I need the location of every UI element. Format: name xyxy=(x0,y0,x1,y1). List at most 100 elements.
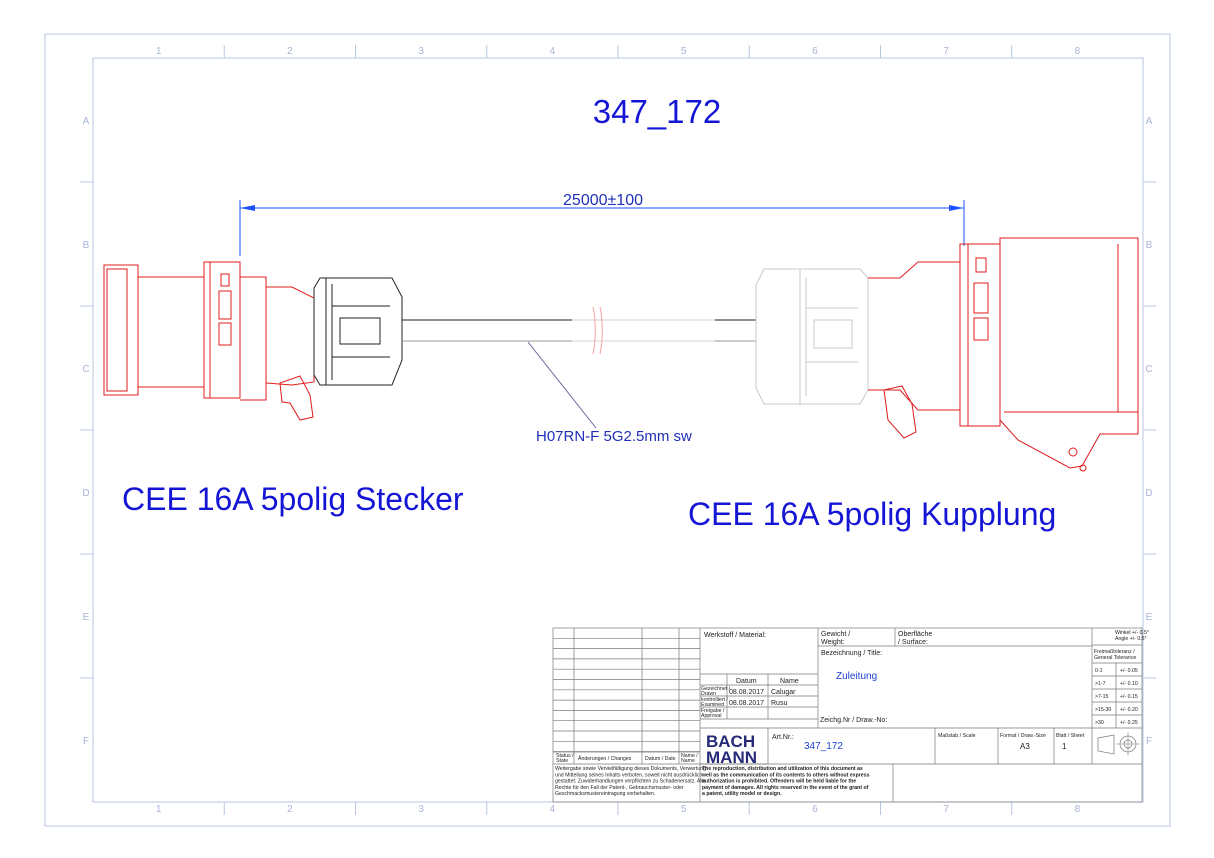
notice-english-line: well as the communication of its content… xyxy=(701,772,870,778)
notice-english-line: a patent, utility model or design. xyxy=(702,791,782,797)
zone-col-top: 6 xyxy=(812,46,818,57)
tolerance-range: 0-1 xyxy=(1095,668,1103,674)
examined-date: 08.08.2017 xyxy=(729,700,764,707)
zone-col-top: 5 xyxy=(681,46,687,57)
rev-name-label: Name / xyxy=(681,753,698,759)
approval-label-en: Approval xyxy=(701,713,721,719)
title-label: Bezeichnung / Title: xyxy=(821,650,882,657)
zone-col-top: 3 xyxy=(418,46,424,57)
weight-label: Gewicht / xyxy=(821,631,850,638)
zone-row-right: B xyxy=(1146,240,1153,251)
status-label: Status / xyxy=(556,753,574,759)
sheet-label: Blatt / Sheet xyxy=(1056,733,1085,739)
zone-row-left: E xyxy=(83,612,90,623)
zone-row-right: F xyxy=(1146,736,1152,747)
zone-row-right: A xyxy=(1146,116,1153,127)
zone-row-left: A xyxy=(83,116,90,127)
brand-logo-line-1: BACH xyxy=(706,732,755,751)
material-label: Werkstoff / Material: xyxy=(704,632,766,639)
zone-col-bottom: 8 xyxy=(1075,804,1081,815)
drawn-date: 08.08.2017 xyxy=(729,689,764,696)
status-label-en: State xyxy=(556,758,568,764)
notice-english-line: payment of damages. All rights reserved … xyxy=(702,785,869,791)
general-tolerance: Freimaßtoleranz / xyxy=(1094,649,1135,655)
brand-logo-line-2: MANN xyxy=(706,748,757,767)
examined-label: kontrolliert / xyxy=(701,697,728,703)
notice-german: Weitergabe sowie Vervielfältigung dieses… xyxy=(555,766,706,797)
notice-german-line: und Mitteilung seines Inhalts verboten, … xyxy=(555,772,702,778)
zone-col-top: 1 xyxy=(156,46,162,57)
article-value: 347_172 xyxy=(804,741,843,752)
tolerance-value: +/- 0.20 xyxy=(1120,707,1138,713)
tolerance-value: +/- 0.10 xyxy=(1120,681,1138,687)
general-tolerance-en: General Tolerance xyxy=(1094,655,1136,661)
changes-label: Änderungen / Changes xyxy=(578,755,632,762)
date-header: Datum xyxy=(736,678,757,685)
zone-row-left: D xyxy=(82,488,89,499)
outer-frame xyxy=(44,33,1171,827)
drawn-label: Gezeichnet / xyxy=(701,686,731,692)
rev-date-label: Datum / Date xyxy=(645,756,676,762)
weight-label-en: Weight: xyxy=(821,639,845,646)
zone-col-bottom: 4 xyxy=(550,804,556,815)
drawing-title: 347_172 xyxy=(593,93,721,130)
zone-ticks xyxy=(80,45,1156,815)
notice-german-line: Rechte für den Fall der Patent-, Gebrauc… xyxy=(555,785,684,791)
tolerance-value: +/- 0.05 xyxy=(1120,668,1138,674)
tolerance-value: +/- 0.25 xyxy=(1120,720,1138,726)
notice-german-line: Geschmacksmustereintragung vorbehalten. xyxy=(555,791,655,797)
zone-col-bottom: 6 xyxy=(812,804,818,815)
article-label: Art.Nr.: xyxy=(772,734,794,741)
cable-drawing: H07RN-F 5G2.5mm sw xyxy=(402,306,756,445)
notice-german-line: gestattet. Zuwiderhandlungen verpflichte… xyxy=(555,779,706,785)
zone-col-top: 8 xyxy=(1075,46,1081,57)
zone-col-bottom: 3 xyxy=(418,804,424,815)
sheet-value: 1 xyxy=(1062,742,1067,751)
title-value: Zuleitung xyxy=(836,671,877,682)
notice-english: The reproduction, distribution and utili… xyxy=(701,766,870,797)
zone-col-top: 4 xyxy=(550,46,556,57)
approval-label: Freigabe / xyxy=(701,708,725,714)
zone-row-right: D xyxy=(1145,488,1152,499)
tolerance-range: >15-30 xyxy=(1095,707,1111,713)
zone-row-left: C xyxy=(82,364,89,375)
tolerance-range: >1-7 xyxy=(1095,681,1106,687)
zone-row-left: B xyxy=(83,240,90,251)
format-label: Format / Draw.-Size xyxy=(1000,733,1046,739)
cable-label: H07RN-F 5G2.5mm sw xyxy=(536,428,692,445)
name-header: Name xyxy=(780,678,799,685)
drawn-label-en: Drawn xyxy=(701,691,716,697)
scale-label: Maßstab / Scale xyxy=(938,733,976,739)
rev-name-label-en: Name xyxy=(681,758,695,764)
coupler-label: CEE 16A 5polig Kupplung xyxy=(688,496,1056,532)
angle-tolerance-en: Angle +/- 0.5° xyxy=(1115,636,1147,642)
cee-coupler-drawing xyxy=(755,237,1139,472)
examined-name: Rusu xyxy=(771,700,787,707)
zone-row-right: E xyxy=(1146,612,1153,623)
notice-german-line: Weitergabe sowie Vervielfältigung dieses… xyxy=(555,766,706,772)
zone-col-top: 7 xyxy=(943,46,949,57)
zone-col-bottom: 7 xyxy=(943,804,949,815)
dimension-label: 25000±100 xyxy=(563,192,643,209)
drawing-number-label: Zeichg.Nr / Draw.-No: xyxy=(820,717,887,724)
length-dimension: 25000±100 xyxy=(239,192,965,256)
tolerance-range: >30 xyxy=(1095,720,1104,726)
zone-col-top: 2 xyxy=(287,46,293,57)
zone-col-bottom: 1 xyxy=(156,804,162,815)
examined-label-en: Examined xyxy=(701,702,724,708)
zone-col-bottom: 2 xyxy=(287,804,293,815)
zone-row-right: C xyxy=(1145,364,1152,375)
angle-tolerance: Winkel +/- 0.5° xyxy=(1115,630,1149,636)
tolerance-range: >7-15 xyxy=(1095,694,1109,700)
drawn-name: Calugar xyxy=(771,689,796,696)
zone-row-left: F xyxy=(83,736,89,747)
tolerance-table: 0-1+/- 0.05>1-7+/- 0.10>7-15+/- 0.15>15-… xyxy=(1092,663,1142,729)
zone-col-bottom: 5 xyxy=(681,804,687,815)
format-value: A3 xyxy=(1020,742,1030,751)
surface-label-en: / Surface: xyxy=(898,639,928,646)
notice-english-line: The reproduction, distribution and utili… xyxy=(702,766,863,772)
revision-grid xyxy=(553,628,700,752)
projection-symbol-icon xyxy=(1097,732,1140,756)
cee-plug-drawing xyxy=(103,261,403,421)
